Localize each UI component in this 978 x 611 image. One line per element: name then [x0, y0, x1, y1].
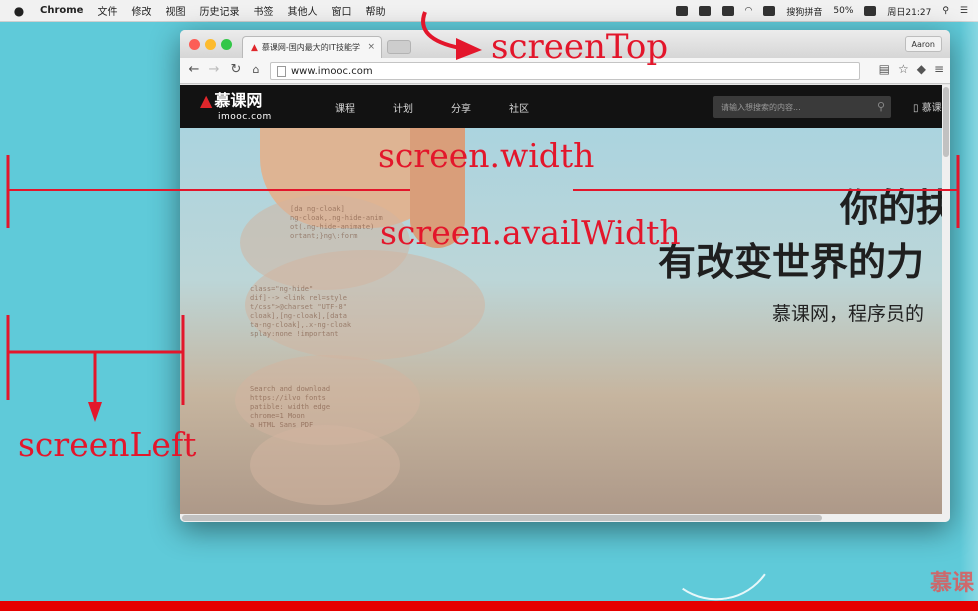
- close-tab-icon[interactable]: ×: [367, 42, 375, 52]
- input-method-label[interactable]: 搜狗拼音: [786, 7, 823, 18]
- adjacent-window-edge: [960, 0, 978, 611]
- search-placeholder: 请输入想搜索的内容...: [721, 102, 801, 112]
- label-screen-width: screen.width: [378, 136, 595, 175]
- label-screen-left: screenLeft: [18, 425, 197, 464]
- url-text: www.imooc.com: [291, 65, 373, 77]
- extension-icon[interactable]: ◆: [916, 62, 926, 76]
- menu-help[interactable]: 帮助: [365, 7, 386, 18]
- wechat-icon[interactable]: [675, 6, 688, 16]
- stone-image: [245, 250, 485, 360]
- flame-icon: ▲: [200, 91, 213, 110]
- screen-left-arrowhead: [88, 402, 102, 422]
- app-download-label: 慕课: [921, 103, 942, 114]
- horizontal-scrollbar[interactable]: [180, 514, 950, 522]
- address-bar[interactable]: www.imooc.com: [270, 62, 860, 80]
- wifi-icon[interactable]: ◠: [744, 6, 753, 16]
- menu-chrome[interactable]: Chrome: [40, 5, 84, 16]
- menu-bookmarks[interactable]: 书签: [253, 7, 274, 18]
- reload-icon[interactable]: ↻: [230, 62, 242, 77]
- site-nav-links: 课程 计划 分享 社区: [335, 100, 529, 115]
- imooc-favicon-icon: ▲: [251, 42, 258, 53]
- browser-tab[interactable]: ▲ 慕课网-国内最大的IT技能学 ×: [242, 36, 382, 58]
- new-tab-button[interactable]: [387, 40, 411, 54]
- nav-share[interactable]: 分享: [451, 104, 471, 115]
- display-icon[interactable]: [698, 6, 711, 16]
- spotlight-icon[interactable]: ⚲: [942, 6, 949, 16]
- home-icon[interactable]: ⌂: [252, 63, 260, 76]
- nav-plans[interactable]: 计划: [393, 104, 413, 115]
- clock[interactable]: 周日21:27: [887, 7, 932, 18]
- tab-title: 慕课网-国内最大的IT技能学: [261, 43, 361, 52]
- menu-view[interactable]: 视图: [165, 7, 186, 18]
- vertical-scroll-thumb[interactable]: [943, 87, 949, 157]
- hero-headline-1: 你的抉: [840, 186, 942, 230]
- browser-window: ▲ 慕课网-国内最大的IT技能学 × Aaron ← → ↻ ⌂ www.imo…: [180, 30, 950, 522]
- apple-icon[interactable]: ●: [13, 3, 25, 18]
- label-screen-avail-width: screen.availWidth: [380, 213, 681, 252]
- page-icon: [277, 66, 286, 77]
- menu-window[interactable]: 窗口: [331, 7, 352, 18]
- site-search-input[interactable]: 请输入想搜索的内容... ⚲: [713, 96, 891, 118]
- chrome-menu-icon[interactable]: ≡: [933, 62, 944, 76]
- search-icon[interactable]: ⚲: [876, 100, 885, 113]
- video-progress-bar[interactable]: [0, 601, 978, 611]
- menu-edit[interactable]: 修改: [131, 7, 152, 18]
- browser-toolbar: ← → ↻ ⌂ www.imooc.com ▤ ☆ ◆ ≡: [180, 58, 950, 84]
- reader-icon[interactable]: ▤: [878, 62, 890, 76]
- minimize-window-button[interactable]: [205, 39, 216, 50]
- hero-subline: 慕课网，程序员的: [772, 303, 925, 325]
- menubar-tray: ◠ 搜狗拼音 50% 周日21:27 ⚲ ☰: [675, 0, 968, 22]
- profile-button[interactable]: Aaron: [904, 36, 942, 52]
- cable-decoration: [653, 510, 787, 610]
- lock-icon[interactable]: [721, 6, 734, 16]
- bookmark-star-icon[interactable]: ☆: [897, 62, 909, 76]
- stone-image: [250, 425, 400, 505]
- menu-file[interactable]: 文件: [97, 7, 118, 18]
- forward-arrow-icon[interactable]: →: [208, 62, 220, 77]
- logo-text: 慕课网: [214, 91, 263, 110]
- horizontal-scroll-thumb[interactable]: [182, 515, 822, 521]
- zoom-window-button[interactable]: [221, 39, 232, 50]
- vertical-scrollbar[interactable]: [942, 85, 950, 516]
- mac-menubar: ● Chrome 文件 修改 视图 历史记录 书签 其他人 窗口 帮助 ◠ 搜狗…: [0, 0, 978, 22]
- notification-center-icon[interactable]: ☰: [960, 6, 968, 16]
- logo-subtext: imooc.com: [218, 112, 272, 122]
- menu-people[interactable]: 其他人: [287, 7, 318, 18]
- finger-image: [410, 128, 465, 248]
- back-arrow-icon[interactable]: ←: [188, 62, 200, 77]
- label-screen-top: screenTop: [491, 27, 669, 67]
- menu-history[interactable]: 历史记录: [199, 7, 240, 18]
- close-window-button[interactable]: [189, 39, 200, 50]
- hero-headline-2: 有改变世界的力: [658, 240, 925, 284]
- app-download-link[interactable]: ▯ 慕课: [913, 103, 942, 114]
- watermark-logo: 慕课: [929, 571, 974, 596]
- imooc-logo[interactable]: ▲慕课网 imooc.com: [200, 93, 272, 125]
- battery-icon[interactable]: [864, 6, 877, 16]
- battery-percent: 50%: [833, 6, 854, 16]
- input-method-icon[interactable]: [763, 6, 776, 16]
- site-navbar: ▲慕课网 imooc.com 课程 计划 分享 社区 请输入想搜索的内容... …: [180, 85, 942, 128]
- nav-community[interactable]: 社区: [509, 104, 529, 115]
- toolbar-actions: ▤ ☆ ◆ ≡: [879, 62, 944, 76]
- nav-courses[interactable]: 课程: [335, 104, 355, 115]
- browser-titlebar: ▲ 慕课网-国内最大的IT技能学 × Aaron: [180, 30, 950, 58]
